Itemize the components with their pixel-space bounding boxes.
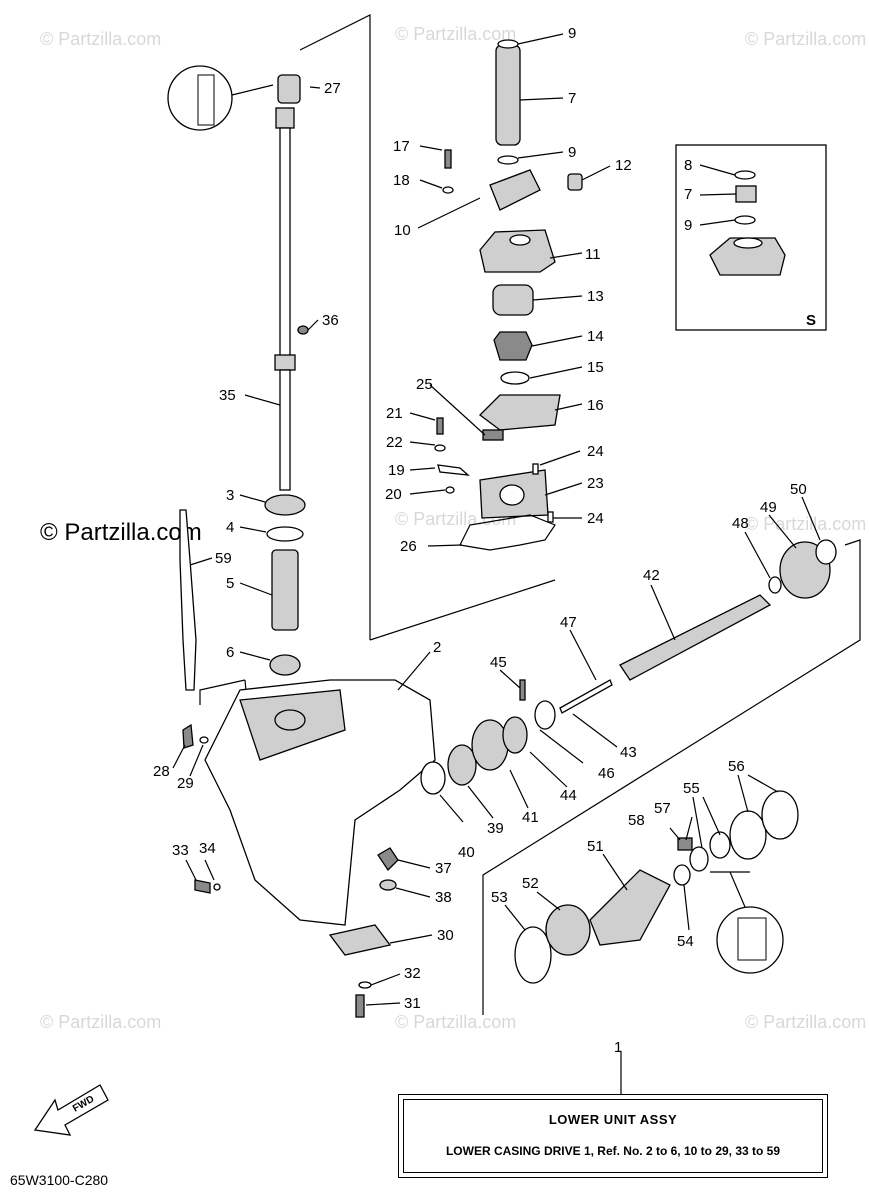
lock-detail-circle [167, 65, 274, 131]
callout-8: 8 [684, 157, 692, 174]
callout-12: 12 [615, 157, 632, 174]
watermark: © Partzilla.com [745, 29, 866, 49]
callout-22: 22 [386, 434, 403, 451]
lower-casing [182, 679, 436, 1018]
callout-numbers: 1 2 3 4 5 6 7 8 9 9 10 11 12 13 14 15 16… [153, 25, 816, 1056]
callout-3: 3 [226, 487, 234, 504]
callout-18: 18 [393, 172, 410, 189]
watermark: © Partzilla.com [745, 1012, 866, 1032]
water-pump-assembly [434, 39, 583, 551]
callout-9-inset: 9 [684, 217, 692, 234]
watermark-main: © Partzilla.com [40, 519, 202, 546]
watermark: © Partzilla.com [40, 29, 161, 49]
callout-57: 57 [654, 800, 671, 817]
callout-59: 59 [215, 550, 232, 567]
driveshaft [274, 74, 309, 491]
callout-35: 35 [219, 387, 236, 404]
callout-26: 26 [400, 538, 417, 555]
inset-s-label: S [806, 312, 816, 329]
callout-42: 42 [643, 567, 660, 584]
callout-9: 9 [568, 25, 576, 42]
callout-15: 15 [587, 359, 604, 376]
callout-44: 44 [560, 787, 577, 804]
callout-7-inset: 7 [684, 186, 692, 203]
callout-36: 36 [322, 312, 339, 329]
fwd-arrow: FWD [33, 1084, 109, 1136]
callout-45: 45 [490, 654, 507, 671]
callout-28: 28 [153, 763, 170, 780]
callout-7: 7 [568, 90, 576, 107]
callout-17: 17 [393, 138, 410, 155]
callout-39: 39 [487, 820, 504, 837]
callout-51: 51 [587, 838, 604, 855]
title-box: LOWER UNIT ASSY LOWER CASING DRIVE 1, Re… [398, 1094, 828, 1178]
callout-33: 33 [172, 842, 189, 859]
callout-41: 41 [522, 809, 539, 826]
callout-6: 6 [226, 644, 234, 661]
callout-21: 21 [386, 405, 403, 422]
gear-train [420, 539, 837, 795]
callout-11: 11 [585, 246, 601, 263]
shift-rod [179, 509, 197, 691]
title-box-inner: LOWER UNIT ASSY LOWER CASING DRIVE 1, Re… [403, 1099, 823, 1173]
watermarks: © Partzilla.com © Partzilla.com © Partzi… [40, 24, 866, 1032]
watermark: © Partzilla.com [395, 24, 516, 44]
callout-10: 10 [394, 222, 411, 239]
propeller-shaft-housing [514, 790, 799, 984]
callout-9b: 9 [568, 144, 576, 161]
callout-37: 37 [435, 860, 452, 877]
callout-16: 16 [587, 397, 604, 414]
callout-2: 2 [433, 639, 441, 656]
assembly-title: LOWER UNIT ASSY [548, 1112, 678, 1127]
callout-5: 5 [226, 575, 234, 592]
watermark: © Partzilla.com [395, 1012, 516, 1032]
callout-54: 54 [677, 933, 694, 950]
callout-53: 53 [491, 889, 508, 906]
watermark: © Partzilla.com [745, 514, 866, 534]
callout-13: 13 [587, 288, 604, 305]
callout-40: 40 [458, 844, 475, 861]
callout-30: 30 [437, 927, 454, 944]
inset-s-box [675, 144, 827, 331]
callout-50: 50 [790, 481, 807, 498]
diagram-code: 65W3100-C280 [10, 1172, 109, 1188]
callout-31: 31 [404, 995, 421, 1012]
callout-48: 48 [732, 515, 749, 532]
callout-24: 24 [587, 443, 604, 460]
assembly-boundary-lines [199, 14, 861, 1015]
callout-43: 43 [620, 744, 637, 761]
callout-20: 20 [385, 486, 402, 503]
callout-14: 14 [587, 328, 604, 345]
callout-49: 49 [760, 499, 777, 516]
callout-23: 23 [587, 475, 604, 492]
callout-4: 4 [226, 519, 234, 536]
callout-47: 47 [560, 614, 577, 631]
callout-46: 46 [598, 765, 615, 782]
callout-29: 29 [177, 775, 194, 792]
watermark: © Partzilla.com [40, 1012, 161, 1032]
callout-58: 58 [628, 812, 645, 829]
assembly-subtitle: LOWER CASING DRIVE 1, Ref. No. 2 to 6, 1… [445, 1144, 781, 1158]
callout-25: 25 [416, 376, 433, 393]
leader-lines [172, 33, 821, 1095]
callout-56: 56 [728, 758, 745, 775]
callout-1: 1 [614, 1039, 622, 1056]
callout-52: 52 [522, 875, 539, 892]
callout-32: 32 [404, 965, 421, 982]
driveshaft-bearings [264, 494, 306, 676]
callout-24b: 24 [587, 510, 604, 527]
callout-38: 38 [435, 889, 452, 906]
callout-34: 34 [199, 840, 216, 857]
callout-19: 19 [388, 462, 405, 479]
callout-55: 55 [683, 780, 700, 797]
callout-27: 27 [324, 80, 341, 97]
